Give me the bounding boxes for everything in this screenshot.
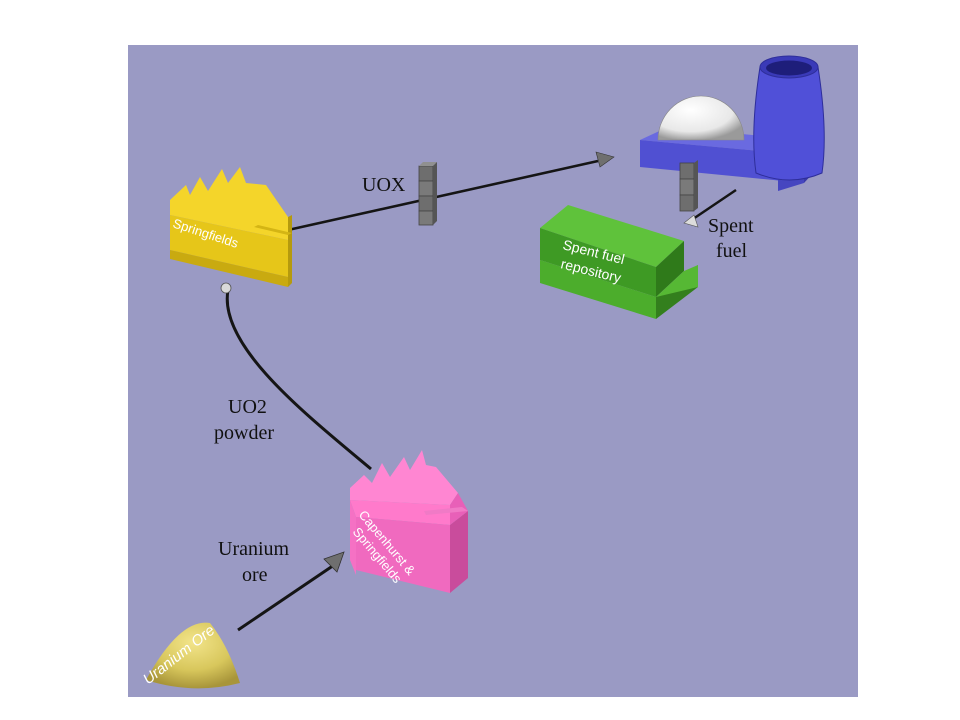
spent-fuel-flow-label-line2: fuel bbox=[716, 240, 748, 262]
uranium-ore-flow-line bbox=[237, 559, 341, 632]
nuclear-reactor-icon bbox=[640, 55, 825, 212]
spent-fuel-repository-node: Spent fuel repository bbox=[540, 205, 698, 319]
uox-flow-label: UOX bbox=[362, 174, 406, 196]
uo2-flow-label-line1: UO2 bbox=[228, 396, 267, 418]
uo2-powder-endpoint-icon bbox=[220, 282, 232, 294]
springfields-node: Springfields bbox=[170, 167, 292, 287]
spent-fuel-flow-label-line1: Spent bbox=[708, 215, 754, 237]
uranium-ore-arrowhead-icon bbox=[323, 551, 345, 573]
fuel-cycle-diagram: Spent fuel repository Springfields Capen… bbox=[128, 45, 858, 697]
uranium-ore-flow-label-line1: Uranium bbox=[218, 538, 290, 560]
spent-fuel-arrowhead-icon bbox=[683, 214, 699, 228]
uox-arrowhead-icon bbox=[595, 151, 615, 168]
uo2-flow-label-line2: powder bbox=[214, 422, 274, 444]
uox-flow-line bbox=[287, 159, 599, 232]
diagram-canvas: Spent fuel repository Springfields Capen… bbox=[128, 45, 858, 697]
uo2-powder-flow-line bbox=[225, 289, 372, 471]
spent-fuel-flow-line bbox=[692, 188, 737, 221]
capenhurst-springfields-node: Capenhurst & Springfields bbox=[350, 450, 468, 593]
uranium-ore-flow-label-line2: ore bbox=[242, 564, 268, 586]
ore-pile-icon bbox=[146, 622, 240, 689]
uox-fuel-blocks-icon bbox=[418, 162, 437, 226]
